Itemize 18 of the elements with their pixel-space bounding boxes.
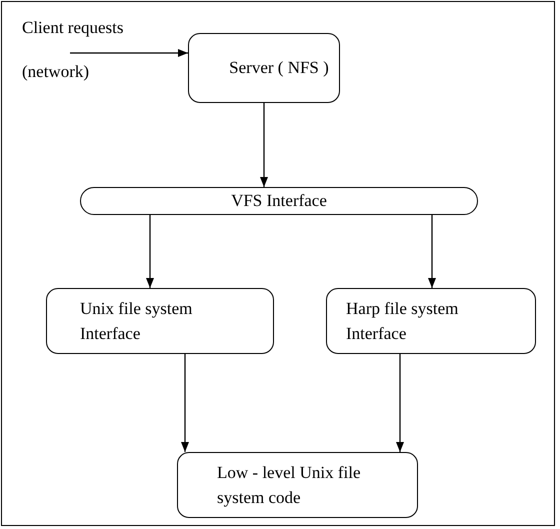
arrow	[260, 103, 268, 187]
arrow	[70, 49, 188, 57]
box-label: Server ( NFS )	[229, 57, 329, 80]
process-box	[177, 452, 418, 518]
process-box	[326, 288, 536, 354]
box-label: Low - level Unix file system code	[217, 462, 362, 509]
box-label: Unix file system Interface	[80, 298, 194, 345]
arrow	[396, 354, 404, 452]
process-box	[188, 33, 340, 103]
box-label: VFS Interface	[231, 190, 327, 212]
process-box	[80, 187, 478, 215]
annotation-text: (network)	[22, 62, 90, 82]
box-label: Harp file system Interface	[346, 298, 460, 345]
arrow	[181, 354, 189, 452]
arrow	[146, 215, 154, 288]
annotation-text: Client requests	[22, 18, 124, 38]
arrow	[428, 215, 436, 288]
process-box	[46, 288, 274, 354]
